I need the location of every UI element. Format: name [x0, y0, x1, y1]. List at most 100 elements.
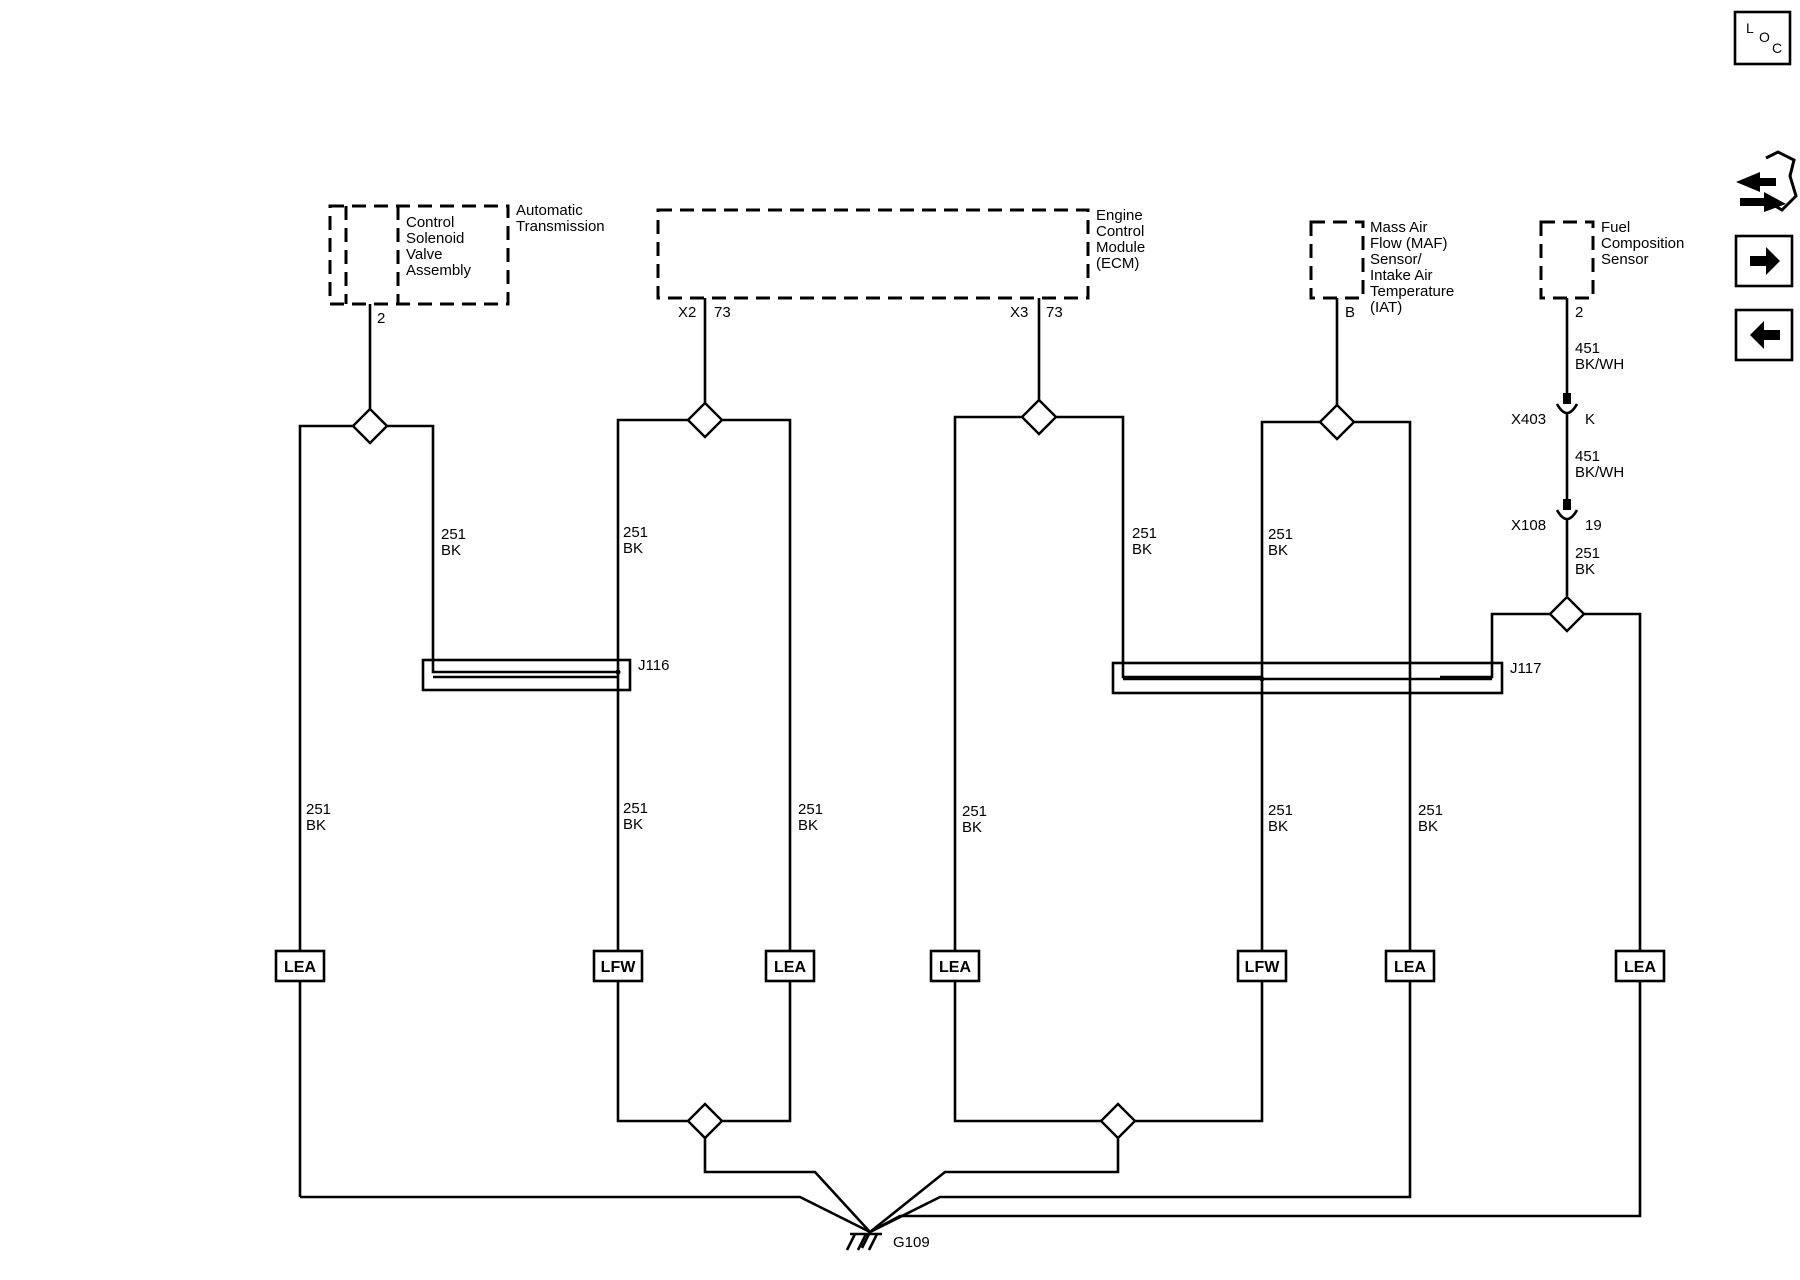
j116-label: J116: [638, 657, 669, 674]
fuel-composition-sensor-component[interactable]: Fuel Composition Sensor 2: [1539, 219, 1684, 321]
splice-nodes: [351, 398, 1586, 1140]
transmission-pin-label: 2: [377, 310, 385, 327]
splice-node: [686, 1102, 724, 1140]
maf-iat-sensor-component[interactable]: Mass Air Flow (MAF) Sensor/ Intake Air T…: [1309, 219, 1454, 321]
wire-color: BK: [962, 819, 982, 836]
fuel-label-line2: Composition: [1601, 235, 1684, 252]
solenoid-label-line4: Assembly: [406, 262, 472, 279]
wire-color: BK: [1132, 541, 1152, 558]
wire-color: BK: [441, 542, 461, 559]
option-code-boxes: LEA LFW LEA LEA LFW LEA LEA: [274, 949, 1666, 983]
fuel-label-line3: Sensor: [1601, 251, 1649, 268]
splice-node: [686, 401, 724, 439]
splice-node: [351, 407, 389, 445]
maf-label-line1: Mass Air: [1370, 219, 1428, 236]
splice-node: [1318, 403, 1356, 441]
circuit-number: 251: [1268, 802, 1293, 819]
option-box-lea: LEA: [929, 949, 981, 983]
component-locator-icon[interactable]: L O C: [1733, 10, 1792, 66]
ecm-x2-pin-label: 73: [714, 304, 731, 321]
svg-text:LFW: LFW: [1245, 959, 1281, 976]
circuit-number: 251: [798, 801, 823, 818]
ecm-x3-pin-label: 73: [1046, 304, 1063, 321]
svg-text:LFW: LFW: [601, 959, 637, 976]
circuit-number: 251: [1575, 545, 1600, 562]
option-box-lea: LEA: [274, 949, 326, 983]
option-box-lfw: LFW: [592, 949, 644, 983]
circuit-number: 251: [1418, 802, 1443, 819]
solenoid-label-line2: Solenoid: [406, 230, 464, 247]
wire-color: BK: [798, 817, 818, 834]
svg-text:LEA: LEA: [1624, 959, 1656, 976]
transmission-label-line1: Automatic: [516, 202, 583, 219]
wire-color: BK/WH: [1575, 464, 1624, 481]
loc-letter-o: O: [1759, 29, 1770, 45]
ecm-label-line1: Engine: [1096, 207, 1143, 224]
g109-label: G109: [893, 1234, 930, 1251]
transmission-label-line2: Transmission: [516, 218, 605, 235]
wire-network: [298, 298, 1642, 1234]
maf-pin-label: B: [1345, 304, 1355, 321]
ecm-x3-connector-label: X3: [1010, 304, 1028, 321]
x108-label: X108: [1511, 517, 1546, 534]
ecm-x2-connector-label: X2: [678, 304, 696, 321]
ecm-label-line4: (ECM): [1096, 255, 1139, 272]
fuel-label-line1: Fuel: [1601, 219, 1630, 236]
circuit-number: 451: [1575, 340, 1600, 357]
maf-label-line5: Temperature: [1370, 283, 1454, 300]
splice-node: [1099, 1102, 1137, 1140]
wire-color: BK: [1575, 561, 1595, 578]
option-box-lea: LEA: [1614, 949, 1666, 983]
wire-color: BK: [1268, 542, 1288, 559]
engine-control-module-component[interactable]: Engine Control Module (ECM) X2 73 X3 73: [656, 207, 1145, 321]
splice-node: [1548, 595, 1586, 633]
wire-color: BK: [306, 817, 326, 834]
option-box-lfw: LFW: [1236, 949, 1288, 983]
wire-color: BK: [623, 540, 643, 557]
splice-node: [1020, 398, 1058, 436]
wire-color: BK: [623, 816, 643, 833]
wire-color: BK: [1418, 818, 1438, 835]
solenoid-label-line3: Valve: [406, 246, 442, 263]
circuit-number: 251: [306, 801, 331, 818]
loc-letter-c: C: [1772, 40, 1782, 56]
automatic-transmission-component[interactable]: Control Solenoid Valve Assembly Automati…: [328, 202, 605, 327]
x403-label: X403: [1511, 411, 1546, 428]
svg-text:LEA: LEA: [1394, 959, 1426, 976]
next-page-icon[interactable]: [1734, 234, 1794, 288]
connector-x403[interactable]: X403 K: [1511, 393, 1595, 428]
maf-label-line6: (IAT): [1370, 299, 1402, 316]
loc-letter-l: L: [1746, 20, 1754, 36]
j117-label: J117: [1510, 660, 1541, 677]
circuit-number: 251: [1268, 526, 1293, 543]
wire-color: BK/WH: [1575, 356, 1624, 373]
svg-text:LEA: LEA: [284, 959, 316, 976]
svg-text:LEA: LEA: [939, 959, 971, 976]
splice-j117[interactable]: J117: [1111, 660, 1541, 695]
splice-j116[interactable]: J116: [421, 657, 669, 692]
maf-label-line2: Flow (MAF): [1370, 235, 1448, 252]
maf-label-line3: Sensor/: [1370, 251, 1423, 268]
circuit-labels: 251 BK 251 BK 251 BK 251 BK 451 BK/WH 45…: [306, 340, 1624, 836]
x108-pin-label: 19: [1585, 517, 1602, 534]
ground-g109[interactable]: G109: [845, 1231, 930, 1251]
wire-color: BK: [1268, 818, 1288, 835]
circuit-number: 251: [1132, 525, 1157, 542]
solenoid-label-line1: Control: [406, 214, 454, 231]
maf-label-line4: Intake Air: [1370, 267, 1433, 284]
circuit-number: 251: [962, 803, 987, 820]
connector-view-icon[interactable]: [1736, 150, 1798, 212]
svg-text:LEA: LEA: [774, 959, 806, 976]
previous-page-icon[interactable]: [1734, 308, 1794, 362]
option-box-lea: LEA: [1384, 949, 1436, 983]
ecm-label-line3: Module: [1096, 239, 1145, 256]
circuit-number: 251: [623, 524, 648, 541]
circuit-number: 251: [623, 800, 648, 817]
circuit-number: 251: [441, 526, 466, 543]
x403-pin-label: K: [1585, 411, 1595, 428]
option-box-lea: LEA: [764, 949, 816, 983]
fuel-pin-label: 2: [1575, 304, 1583, 321]
connector-x108[interactable]: X108 19: [1511, 499, 1602, 534]
circuit-number: 451: [1575, 448, 1600, 465]
